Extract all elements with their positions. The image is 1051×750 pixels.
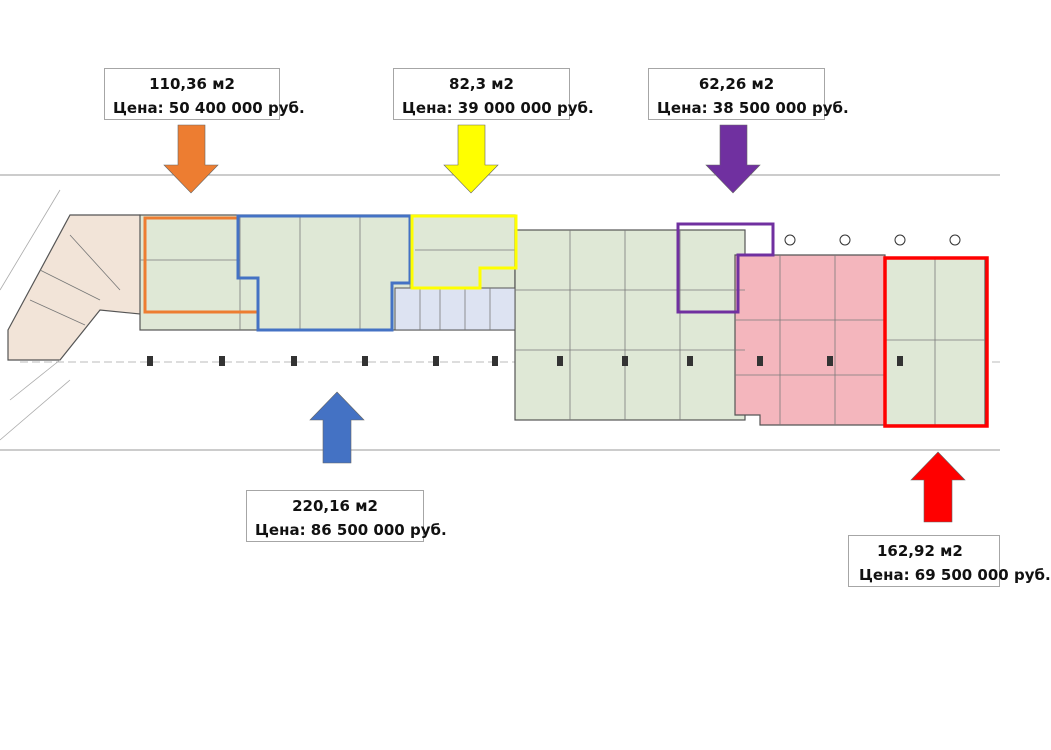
column-marker [362, 356, 368, 366]
column-markers [147, 234, 961, 366]
callout-red: 162,92 м2 Цена: 69 500 000 руб. [848, 535, 1051, 587]
column-marker-round [784, 234, 796, 246]
column-marker [827, 356, 833, 366]
callout-purple: 62,26 м2 Цена: 38 500 000 руб. [648, 68, 849, 120]
interior-walls [140, 215, 985, 425]
middle-green-zone [514, 229, 746, 421]
main-building [139, 214, 986, 426]
callout-blue-area: 220,16 м2 [292, 497, 378, 515]
unit-outline-blue [236, 214, 412, 332]
wing-diag-guide [0, 189, 61, 291]
diagonal-wing [0, 189, 151, 441]
column-marker [557, 356, 563, 366]
unit-outline-purple [676, 222, 775, 314]
callout-yellow-area: 82,3 м2 [449, 75, 514, 93]
column-marker [622, 356, 628, 366]
callout-orange-area: 110,36 м2 [149, 75, 235, 93]
wing-wall [29, 299, 86, 326]
wing-wall [69, 234, 121, 291]
callout-purple-price: Цена: 38 500 000 руб. [657, 99, 849, 117]
column-marker [433, 356, 439, 366]
callout-blue-price: Цена: 86 500 000 руб. [255, 521, 447, 539]
arrow-purple [705, 124, 761, 194]
column-marker [492, 356, 498, 366]
storage-cells-zone [394, 287, 516, 331]
unit-outline-yellow [410, 214, 518, 290]
column-marker [757, 356, 763, 366]
unit-outline-red [883, 256, 989, 428]
wing-diag-guide [0, 379, 71, 441]
column-marker [219, 356, 225, 366]
column-marker [291, 356, 297, 366]
wing-beige-zone [7, 214, 151, 361]
arrow-orange [163, 124, 219, 194]
column-marker [897, 356, 903, 366]
pink-zone [734, 254, 886, 426]
callout-red-area: 162,92 м2 [877, 542, 963, 560]
callout-red-price: Цена: 69 500 000 руб. [859, 566, 1051, 584]
wing-wall [39, 269, 101, 301]
column-marker-round [839, 234, 851, 246]
arrow-yellow [443, 124, 499, 194]
wing-diag-guide [9, 359, 61, 401]
callout-orange-price: Цена: 50 400 000 руб. [113, 99, 305, 117]
column-marker-round [894, 234, 906, 246]
callout-blue: 220,16 м2 Цена: 86 500 000 руб. [246, 490, 447, 542]
callout-orange: 110,36 м2 Цена: 50 400 000 руб. [104, 68, 305, 120]
column-marker [147, 356, 153, 366]
column-marker [687, 356, 693, 366]
arrow-red [910, 451, 966, 523]
callout-yellow-price: Цена: 39 000 000 руб. [402, 99, 594, 117]
callout-yellow: 82,3 м2 Цена: 39 000 000 руб. [393, 68, 594, 120]
arrow-blue [309, 391, 365, 464]
callout-purple-area: 62,26 м2 [698, 75, 775, 93]
column-marker-round [949, 234, 961, 246]
floor-plan [0, 124, 1000, 523]
